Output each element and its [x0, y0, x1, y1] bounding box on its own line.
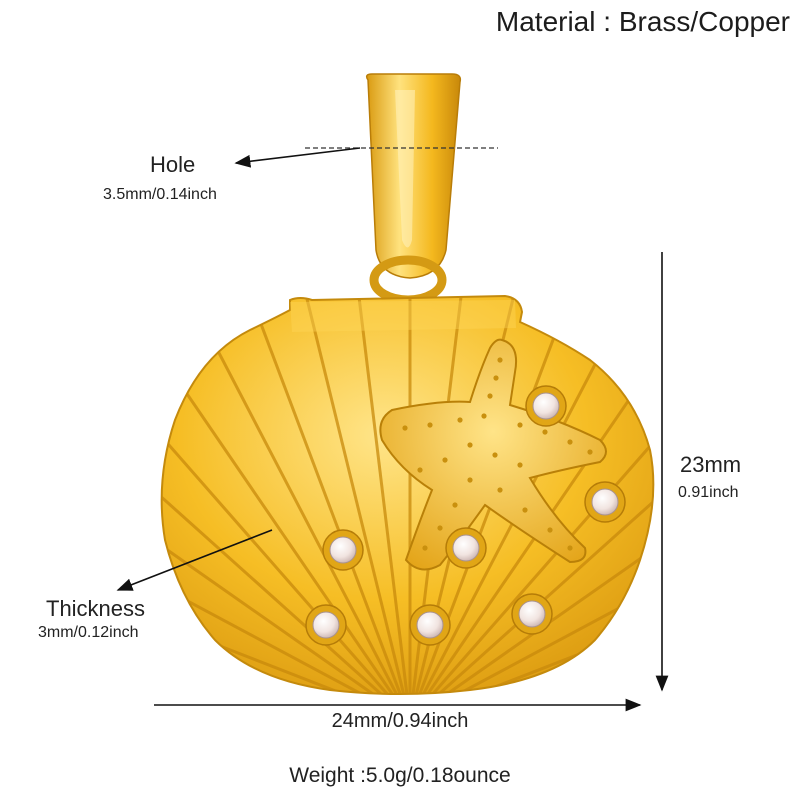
- material-label: Material : Brass/Copper: [495, 6, 790, 37]
- starfish: [379, 338, 607, 571]
- thickness-label: Thickness: [46, 596, 146, 621]
- gemstones: [305, 385, 626, 646]
- measurement-lines: [116, 147, 669, 712]
- bail: [365, 73, 462, 305]
- weight-label: Weight :5.0g/0.18ounce: [289, 764, 511, 787]
- width-label: 24mm/0.94inch: [331, 710, 469, 732]
- thickness-arrow: [116, 529, 273, 591]
- hole-size: 3.5mm/0.14inch: [103, 186, 217, 203]
- height-size: 0.91inch: [678, 484, 739, 501]
- hole-label: Hole: [150, 152, 196, 177]
- height-label: 23mm: [680, 452, 742, 477]
- hole-arrow: [234, 147, 361, 168]
- thickness-size: 3mm/0.12inch: [38, 624, 139, 641]
